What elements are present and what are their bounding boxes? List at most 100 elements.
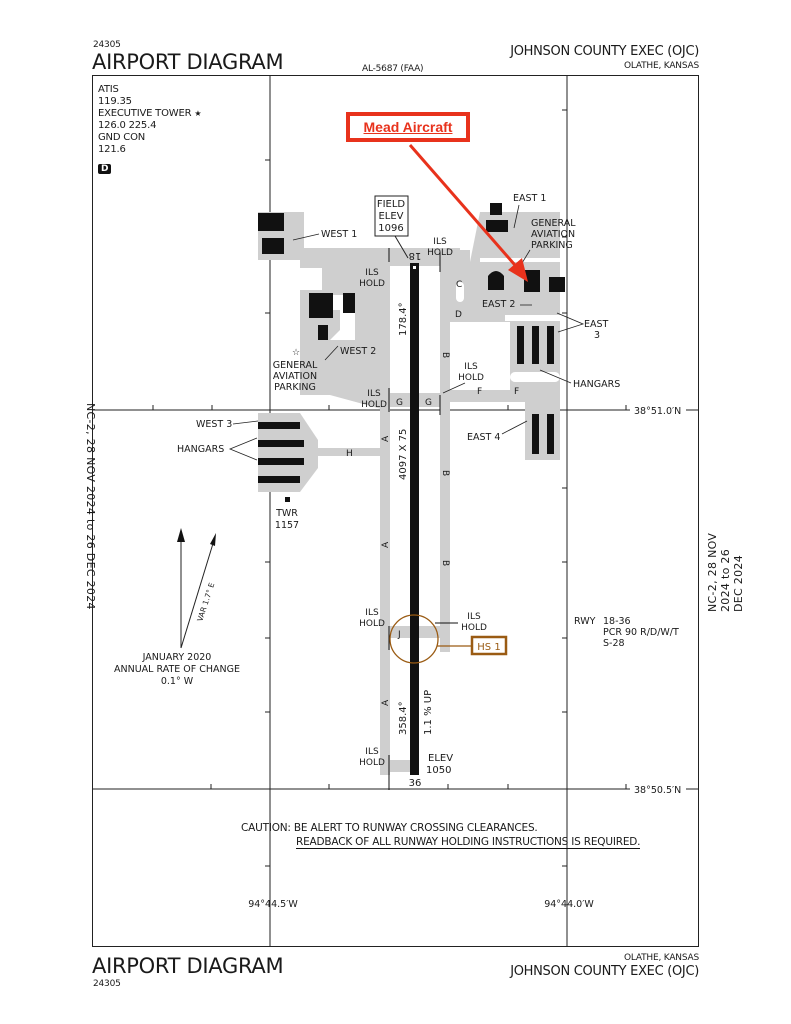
taxiway-label-f: F	[514, 387, 519, 397]
hangars	[258, 326, 554, 483]
lon-east-label: 94°44.0′W	[544, 899, 594, 910]
chart-title-top: AIRPORT DIAGRAM	[92, 50, 284, 74]
taxiway-label-h: H	[346, 449, 353, 459]
svg-text:HOLD: HOLD	[359, 758, 385, 768]
city-state-bottom: OLATHE, KANSAS	[623, 953, 699, 963]
svg-text:HOLD: HOLD	[458, 373, 484, 383]
runway-dimensions: 4097 X 75	[398, 429, 409, 480]
caution-line1: CAUTION: BE ALERT TO RUNWAY CROSSING CLE…	[241, 822, 538, 834]
ground-frequency: 121.6	[98, 144, 126, 155]
svg-text:HOLD: HOLD	[359, 279, 385, 289]
hot-spot-circle	[389, 614, 439, 664]
caution-prefix: CAUTION:	[241, 822, 291, 834]
variation-label: VAR 1.7° E	[195, 581, 216, 622]
west3-ramp	[258, 413, 318, 492]
al-number: AL-5687 (FAA)	[362, 64, 424, 74]
svg-text:ILS: ILS	[367, 389, 381, 399]
south-elev-label: ELEV	[428, 753, 453, 764]
taxiway-b	[440, 262, 450, 652]
taxiway-h	[310, 448, 385, 456]
taxiway-label-a: A	[381, 541, 391, 548]
svg-text:HOLD: HOLD	[461, 623, 487, 633]
taxiway-label-b: B	[440, 560, 450, 566]
chart-number-bottom: 24305	[93, 979, 121, 989]
svg-text:ILS: ILS	[433, 237, 447, 247]
ground-label: GND CON	[98, 132, 146, 143]
field-elev-value: 1096	[378, 223, 403, 234]
taxiway-label-d: D	[455, 310, 462, 320]
city-state-top: OLATHE, KANSAS	[623, 61, 699, 71]
svg-text:PARKING: PARKING	[274, 382, 316, 393]
svg-text:ILS: ILS	[365, 268, 379, 278]
runway-end-36: 36	[409, 778, 422, 789]
label-west-2: WEST 2	[340, 346, 376, 357]
chart-number-top: 24305	[93, 40, 121, 50]
svg-text:ILS: ILS	[464, 362, 478, 372]
tower-row: EXECUTIVE TOWER ★	[98, 108, 201, 120]
rwy-info-pcr: PCR 90 R/D/W/T	[603, 627, 679, 638]
svg-text:ILS: ILS	[467, 612, 481, 622]
taxiway-label-f: F	[477, 387, 482, 397]
tower-label: TWR	[275, 508, 298, 519]
label-hangars-west: HANGARS	[177, 444, 224, 455]
svg-text:HOLD: HOLD	[359, 619, 385, 629]
field-elevation-box	[374, 195, 409, 237]
airport-name-top: JOHNSON COUNTY EXEC (OJC)	[510, 44, 699, 59]
label-east-3: EAST	[584, 319, 609, 330]
hot-spot-label: HS 1	[477, 642, 500, 653]
hot-spot-box	[470, 635, 508, 656]
star-icon: ☆	[292, 348, 300, 358]
taxiway-label-c: C	[456, 280, 462, 290]
caution-text-1: BE ALERT TO RUNWAY CROSSING CLEARANCES.	[293, 822, 538, 834]
taxiway-label-g: G	[396, 398, 403, 408]
label-west-1: WEST 1	[321, 229, 357, 240]
variation-rate-label: ANNUAL RATE OF CHANGE	[114, 664, 240, 675]
class-d-airspace-badge: D	[98, 164, 112, 174]
svg-text:ILS: ILS	[365, 747, 379, 757]
tower-marker	[285, 497, 290, 502]
label-west-3: WEST 3	[196, 419, 232, 430]
rwy-info-id: 18-36	[603, 616, 631, 627]
svg-text:ILS: ILS	[365, 608, 379, 618]
label-east-1: EAST 1	[513, 193, 546, 204]
runway-18-36	[410, 263, 419, 775]
tower-frequencies: 126.0 225.4	[98, 120, 157, 131]
svg-text:3: 3	[594, 330, 600, 341]
pavement-areas	[258, 212, 560, 775]
runway-gradient: 1.1 % UP	[423, 690, 434, 735]
taxiway-label-a: A	[381, 699, 391, 706]
part-time-star-icon: ★	[194, 109, 202, 118]
field-elev-line1: FIELD	[377, 199, 406, 210]
taxiway-label-b: B	[440, 352, 450, 358]
variation-date: JANUARY 2020	[142, 652, 212, 663]
tower-label: EXECUTIVE TOWER	[98, 108, 192, 119]
buildings	[258, 203, 565, 340]
svg-text:HOLD: HOLD	[427, 248, 453, 258]
svg-text:AVIATION: AVIATION	[531, 229, 575, 240]
east4-ramp	[525, 392, 560, 460]
taxiway-a	[380, 250, 390, 775]
heading-north: 178.4°	[398, 302, 409, 336]
rwy-info-strength: S-28	[603, 638, 625, 649]
magnetic-north-arrow	[180, 536, 216, 649]
south-elev-value: 1050	[426, 765, 451, 776]
field-elev-line2: ELEV	[378, 211, 403, 222]
label-east-4: EAST 4	[467, 432, 500, 443]
rwy-info-label: RWY	[574, 616, 596, 627]
svg-text:AVIATION: AVIATION	[273, 371, 317, 382]
annotation-arrow-line	[408, 144, 523, 273]
lat-south-label: 38°50.5′N	[634, 785, 681, 796]
taxiway-label-a: A	[381, 435, 391, 442]
label-east-2: EAST 2	[482, 299, 515, 310]
label-hangars-east: HANGARS	[573, 379, 620, 390]
airport-name-bottom: JOHNSON COUNTY EXEC (OJC)	[510, 964, 699, 979]
mead-aircraft-label: Mead Aircraft	[363, 119, 453, 135]
mead-aircraft-callout: Mead Aircraft	[346, 112, 470, 142]
frequency-block: ATIS 119.35 EXECUTIVE TOWER ★ 126.0 225.…	[98, 84, 201, 175]
taxiway-label-g: G	[425, 398, 432, 408]
svg-text:PARKING: PARKING	[531, 240, 573, 251]
tower-elevation: 1157	[275, 520, 299, 531]
svg-text:GENERAL: GENERAL	[273, 360, 318, 371]
runway-end-18: 18	[409, 250, 422, 261]
